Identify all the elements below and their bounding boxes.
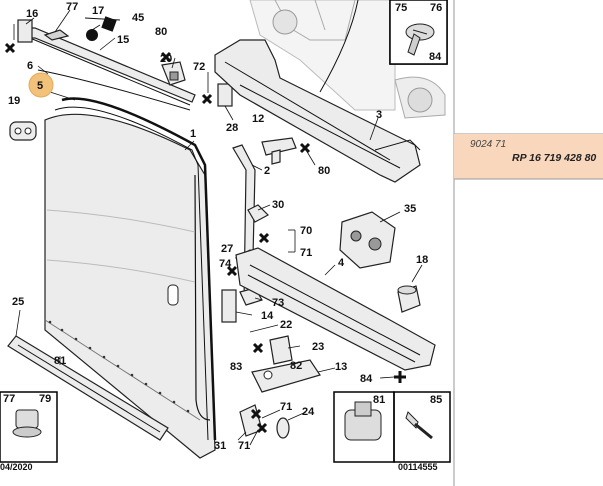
callout-80-top[interactable]: 80: [155, 26, 167, 38]
bracket-19[interactable]: [9, 121, 37, 141]
callout-3[interactable]: 3: [376, 109, 382, 121]
x-mark: [252, 342, 264, 354]
callout-24[interactable]: 24: [302, 406, 315, 418]
callout-84-bottom[interactable]: 84: [360, 373, 373, 385]
x-mark: [226, 265, 238, 277]
upper-slide-track[interactable]: [214, 39, 421, 183]
callout-45[interactable]: 45: [132, 12, 144, 24]
callout-14[interactable]: 14: [261, 310, 274, 322]
callout-83[interactable]: 83: [230, 361, 242, 373]
callout-80-mid[interactable]: 80: [318, 165, 330, 177]
callout-72[interactable]: 72: [193, 61, 205, 73]
callout-79[interactable]: 79: [39, 393, 51, 405]
callout-23[interactable]: 23: [312, 341, 324, 353]
hinge-bracket-20[interactable]: [161, 61, 186, 86]
rivet-icon: [12, 409, 42, 438]
callout-12[interactable]: 12: [252, 113, 264, 125]
info-panel: 9024 71 RP 16 719 428 80: [453, 0, 603, 486]
block-28[interactable]: [217, 83, 233, 107]
bracket-12[interactable]: [261, 137, 297, 165]
callout-74[interactable]: 74: [219, 258, 232, 270]
x-mark: [299, 142, 311, 154]
callout-18[interactable]: 18: [416, 254, 428, 266]
part-reference-number[interactable]: RP 16 719 428 80: [512, 152, 596, 164]
lower-bracket-13[interactable]: [251, 359, 321, 393]
callout-82[interactable]: 82: [290, 360, 302, 372]
part-17-round[interactable]: [86, 29, 98, 41]
callout-16[interactable]: 16: [26, 8, 38, 20]
bracket-30[interactable]: [247, 204, 269, 223]
callout-71-a[interactable]: 71: [300, 247, 312, 259]
callout-77-top[interactable]: 77: [66, 1, 78, 13]
highlight-part-5[interactable]: [28, 72, 54, 98]
callout-4[interactable]: 4: [338, 257, 345, 269]
callout-28[interactable]: 28: [226, 122, 238, 134]
callout-71-b[interactable]: 71: [280, 401, 292, 413]
callout-15[interactable]: 15: [117, 34, 129, 46]
clip-16[interactable]: [17, 19, 33, 43]
callout-6[interactable]: 6: [27, 60, 33, 72]
bumper-18[interactable]: [397, 285, 421, 313]
callout-31[interactable]: 31: [214, 440, 226, 452]
guide-23[interactable]: [269, 335, 293, 365]
callout-84-top[interactable]: 84: [429, 51, 442, 63]
plus-mark: [394, 371, 406, 383]
callout-81-box[interactable]: 81: [373, 394, 385, 406]
seal-strip[interactable]: [37, 69, 191, 111]
reference-highlight-box: [454, 134, 603, 179]
callout-73[interactable]: 73: [272, 297, 284, 309]
callout-20[interactable]: 20: [160, 53, 172, 65]
callout-22[interactable]: 22: [280, 319, 292, 331]
callout-2[interactable]: 2: [264, 165, 270, 177]
callout-25[interactable]: 25: [12, 296, 24, 308]
x-mark: [250, 408, 262, 420]
callout-75[interactable]: 75: [395, 2, 407, 14]
van-inset: [249, 0, 446, 119]
callout-30[interactable]: 30: [272, 199, 284, 211]
x-mark: [256, 422, 268, 434]
fastener-box-bottom-right: 81 85: [333, 391, 451, 463]
callout-77-bottom[interactable]: 77: [3, 393, 15, 405]
screw-icon: [405, 23, 435, 56]
clip-icon: [344, 401, 382, 441]
callout-27[interactable]: 27: [221, 243, 233, 255]
callout-76[interactable]: 76: [430, 2, 442, 14]
fastener-marks: [4, 42, 406, 434]
callout-1[interactable]: 1: [190, 128, 196, 140]
reference-code: 9024 71: [470, 139, 506, 150]
sliding-door-panel[interactable]: [44, 97, 217, 459]
callout-71-c[interactable]: 71: [238, 440, 250, 452]
blind-rivet-icon: [405, 411, 433, 440]
lock-35[interactable]: [339, 211, 396, 269]
fastener-box-top: 75 76 84: [389, 0, 448, 65]
callout-17[interactable]: 17: [92, 5, 104, 17]
callout-labels: 16 77 17 45 15 80 20 72 28 6 5 19 1 12 2…: [8, 1, 428, 452]
x-mark: [201, 93, 213, 105]
x-mark: [160, 51, 172, 63]
stopper-24[interactable]: [276, 417, 290, 439]
diagram-reference-code: 00114555: [398, 462, 438, 472]
lower-slide-track[interactable]: [235, 247, 436, 371]
callout-5[interactable]: 5: [37, 80, 43, 92]
fastener-box-bottom-left: 77 79: [0, 391, 58, 463]
callout-70[interactable]: 70: [300, 225, 312, 237]
catch-14[interactable]: [221, 289, 237, 323]
x-mark: [258, 232, 270, 244]
sill-trim-25[interactable]: [7, 335, 169, 441]
leader-lines: [13, 9, 423, 446]
diagram-date-code: 04/2020: [0, 462, 33, 472]
callout-13[interactable]: 13: [335, 361, 347, 373]
part-45-square[interactable]: [101, 16, 117, 32]
callout-85[interactable]: 85: [430, 394, 442, 406]
callout-81-bottom[interactable]: 81: [54, 355, 66, 367]
callout-19[interactable]: 19: [8, 95, 20, 107]
callout-35[interactable]: 35: [404, 203, 416, 215]
x-mark: [4, 42, 16, 54]
